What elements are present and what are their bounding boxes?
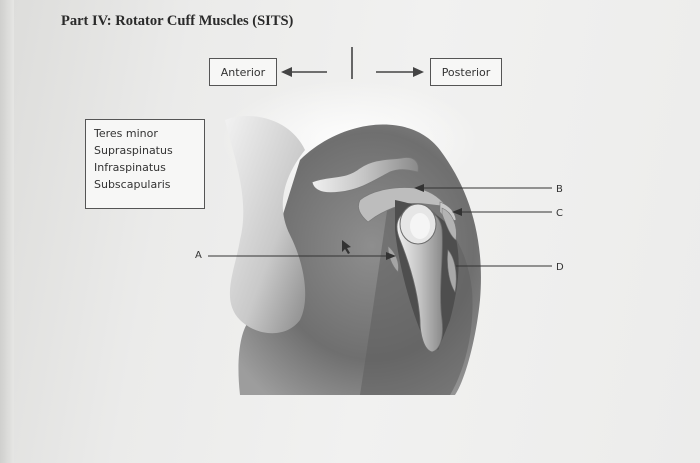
chest-region bbox=[225, 115, 306, 334]
callout-label-a: A bbox=[195, 250, 202, 261]
muscle-d-region bbox=[447, 249, 457, 293]
glenoid-highlight bbox=[410, 213, 430, 239]
humerus-bone bbox=[396, 208, 443, 353]
word-bank-item: Infraspinatus bbox=[94, 161, 166, 174]
anterior-label-box: Anterior bbox=[209, 58, 277, 86]
page-edge-shadow bbox=[0, 0, 14, 463]
callout-label-b: B bbox=[556, 184, 563, 195]
callout-label-d: D bbox=[556, 262, 564, 273]
clavicle-bone bbox=[311, 157, 419, 194]
posterior-label-box: Posterior bbox=[430, 58, 502, 86]
word-bank-item: Supraspinatus bbox=[94, 144, 173, 157]
anterior-arrowhead bbox=[281, 67, 292, 77]
word-bank-item: Subscapularis bbox=[94, 178, 171, 191]
orientation-arrows bbox=[281, 47, 424, 79]
callout-arrowhead-b bbox=[414, 184, 424, 192]
callout-label-c: C bbox=[556, 208, 563, 219]
callout-lines bbox=[208, 187, 552, 267]
mouse-cursor-icon bbox=[342, 240, 351, 254]
word-bank-list: Teres minor Supraspinatus Infraspinatus … bbox=[86, 120, 204, 193]
callout-arrowhead-c bbox=[452, 208, 462, 216]
callout-arrowhead-a bbox=[386, 252, 396, 260]
word-bank: Teres minor Supraspinatus Infraspinatus … bbox=[85, 119, 205, 209]
word-bank-item: Teres minor bbox=[94, 127, 158, 140]
muscle-c-region bbox=[441, 207, 457, 241]
anterior-label: Anterior bbox=[220, 65, 266, 79]
posterior-arrowhead bbox=[413, 67, 424, 77]
posterior-label: Posterior bbox=[441, 65, 491, 79]
page-title: Part IV: Rotator Cuff Muscles (SITS) bbox=[61, 13, 294, 29]
